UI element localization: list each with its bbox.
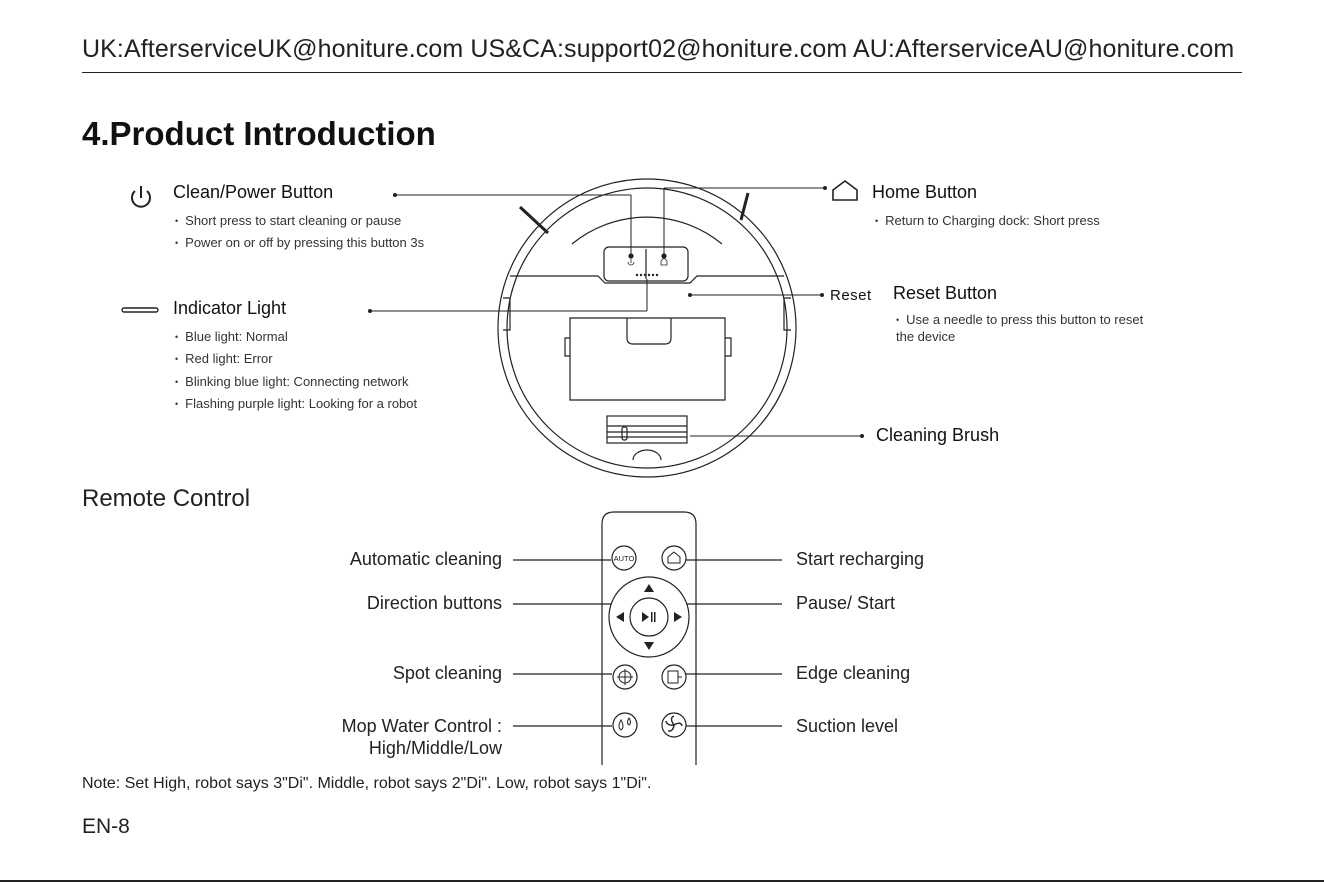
- header-contacts: UK:AfterserviceUK@honiture.com US&CA:sup…: [82, 35, 1235, 63]
- robot-top-arc: [571, 216, 723, 245]
- reset-button-title: Reset Button: [893, 283, 998, 303]
- play-pause-icon: [642, 612, 656, 622]
- dust-bin: [569, 317, 726, 401]
- arrow-down-icon: [644, 642, 654, 650]
- arrow-right-icon: [674, 612, 682, 622]
- label-edge-cleaning: Edge cleaning: [796, 663, 911, 683]
- label-mop-water-control: Mop Water Control :: [341, 716, 502, 736]
- bullet-item: Blinking blue light: Connecting network: [175, 371, 417, 393]
- power-icon: [131, 186, 151, 208]
- indicator-light-bullets: Blue light: Normal Red light: Error Blin…: [175, 326, 417, 415]
- bullet-item: Flashing purple light: Looking for a rob…: [175, 393, 417, 415]
- reset-button-desc: Use a needle to press this button to res…: [896, 311, 1143, 329]
- direction-pad: [608, 576, 690, 658]
- robot-outer-ring: [497, 178, 797, 478]
- arrow-up-icon: [644, 584, 654, 592]
- footer-divider: [0, 880, 1324, 882]
- bullet-item: Blue light: Normal: [175, 326, 417, 348]
- auto-icon: AUTO: [611, 545, 637, 571]
- label-start-recharging: Start recharging: [796, 549, 925, 569]
- bullet-item: Short press to start cleaning or pause: [175, 210, 424, 232]
- bullet-item: Use a needle to press this button to res…: [896, 311, 1143, 329]
- water-drop-icon: [612, 712, 638, 738]
- recharge-home-icon: [661, 545, 687, 571]
- label-spot-cleaning: Spot cleaning: [392, 663, 502, 683]
- bullet-item: Red light: Error: [175, 348, 417, 370]
- label-suction-level: Suction level: [796, 716, 899, 736]
- side-brush-right: [739, 192, 750, 221]
- brush-slot: [606, 415, 688, 444]
- label-automatic-cleaning: Automatic cleaning: [349, 549, 502, 569]
- arrow-left-icon: [616, 612, 624, 622]
- auto-button-text: AUTO: [614, 554, 635, 563]
- page-number: EN-8: [82, 815, 130, 838]
- home-icon: [832, 180, 858, 201]
- indicator-light-icon: [121, 307, 159, 313]
- header-divider: [82, 72, 1242, 73]
- spot-icon: [612, 664, 638, 690]
- side-brush-left: [518, 205, 550, 235]
- label-mop-levels: High/Middle/Low: [368, 738, 502, 758]
- fan-icon: [661, 712, 687, 738]
- note-text: Note: Set High, robot says 3"Di". Middle…: [82, 775, 652, 792]
- reset-tag: Reset: [830, 287, 872, 304]
- section-title: 4.Product Introduction: [82, 115, 436, 152]
- reset-desc-continuation: the device: [896, 329, 956, 344]
- cleaning-brush-title: Cleaning Brush: [876, 425, 1000, 445]
- bullet-item: Return to Charging dock: Short press: [875, 210, 1100, 232]
- indicator-light-title: Indicator Light: [173, 298, 287, 318]
- edge-icon: [661, 664, 687, 690]
- remote-heading: Remote Control: [82, 485, 251, 512]
- clean-power-title: Clean/Power Button: [173, 182, 334, 202]
- remote-body: [601, 511, 697, 765]
- control-panel: [603, 246, 689, 282]
- label-pause-start: Pause/ Start: [796, 593, 896, 613]
- clean-power-bullets: Short press to start cleaning or pause P…: [175, 210, 424, 255]
- bullet-item: Power on or off by pressing this button …: [175, 232, 424, 254]
- home-button-bullets: Return to Charging dock: Short press: [875, 210, 1100, 232]
- label-direction-buttons: Direction buttons: [366, 593, 502, 613]
- robot-inner-ring: [506, 187, 788, 469]
- home-button-title: Home Button: [872, 182, 978, 202]
